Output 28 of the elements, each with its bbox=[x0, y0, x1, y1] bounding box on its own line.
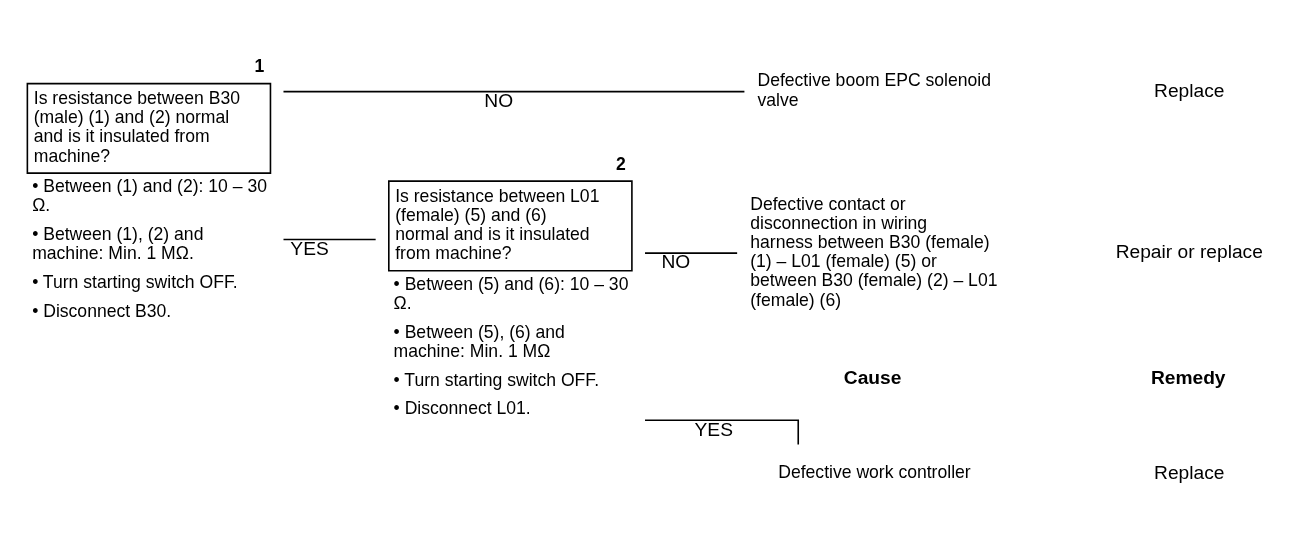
node-text: Defective boom EPC solenoid valve bbox=[757, 69, 991, 110]
node-box: Is resistance between L01 (female) (5) and (6) normal and is it insulated from machine? bbox=[388, 179, 633, 271]
connector bbox=[644, 418, 800, 445]
label: Replace bbox=[1154, 461, 1225, 483]
edge-label: NO bbox=[661, 250, 691, 272]
node-label: 1 bbox=[254, 55, 265, 76]
node-label: • Disconnect B30. bbox=[32, 300, 172, 321]
node-text: Defective contact or disconnection in wiring harness between B30 (female) (1) – L01 (female) (5) or between B30 (female) (2) – L01 (female) (6) bbox=[750, 193, 998, 310]
label: Repair or replace bbox=[1115, 240, 1263, 262]
node-box: Is resistance between B30 (male) (1) and (2) normal and is it insulated from machine? bbox=[26, 82, 272, 174]
node-label: • Disconnect L01. bbox=[393, 397, 531, 418]
node-label: • Between (1), (2) and machine: Min. 1 MΩ. bbox=[32, 223, 204, 263]
node-label: • Between (5), (6) and machine: Min. 1 MΩ bbox=[393, 321, 565, 361]
connector bbox=[282, 90, 746, 92]
node-label: • Between (1) and (2): 10 – 30 Ω. bbox=[32, 175, 267, 215]
edge-label: YES bbox=[290, 237, 329, 259]
edge-label: YES bbox=[694, 418, 733, 440]
connector bbox=[644, 251, 738, 254]
node-label: • Turn starting switch OFF. bbox=[32, 271, 238, 292]
label: Remedy bbox=[1150, 366, 1226, 388]
label: Cause bbox=[843, 366, 902, 388]
node-label: • Between (5) and (6): 10 – 30 Ω. bbox=[393, 273, 629, 313]
node-text: Defective work controller bbox=[778, 461, 971, 482]
label: Replace bbox=[1154, 79, 1225, 101]
connector bbox=[282, 238, 377, 240]
edge-label: NO bbox=[484, 89, 514, 111]
node-label: 2 bbox=[615, 153, 626, 174]
node-label: • Turn starting switch OFF. bbox=[393, 369, 600, 390]
